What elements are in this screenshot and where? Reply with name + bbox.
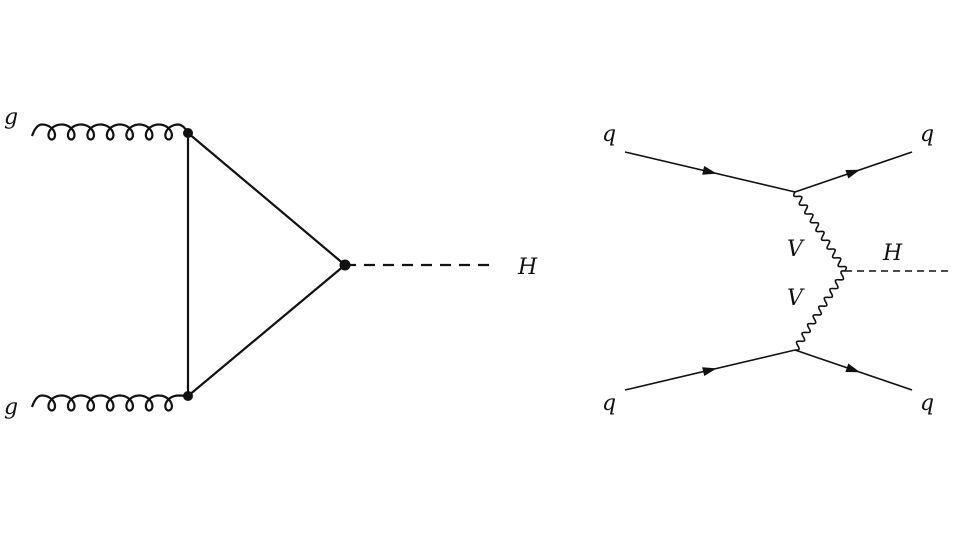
arrow-icon	[702, 166, 717, 175]
label-gluon-top: g	[4, 105, 18, 130]
vbf-diagram	[624, 151, 948, 391]
gluon-line-bottom	[30, 394, 189, 412]
arrow-icon	[702, 367, 717, 376]
arrow-icon	[845, 363, 861, 373]
label-boson-top: V	[787, 237, 805, 262]
boson-wavy-top	[792, 191, 848, 272]
vertex-higgs	[339, 259, 351, 271]
boson-wavy-bottom	[794, 270, 846, 351]
label-gluon-bottom: g	[4, 395, 18, 420]
gluon-line-top	[30, 123, 189, 141]
label-quark-out-top: q	[920, 122, 934, 147]
gluon-fusion-diagram	[30, 123, 495, 412]
label-boson-bottom: V	[787, 286, 805, 311]
arrow-icon	[845, 169, 861, 179]
quark-loop-upper	[187, 132, 346, 266]
label-quark-in-bottom: q	[602, 391, 616, 416]
vertex-bottom	[183, 391, 193, 401]
label-quark-in-top: q	[602, 122, 616, 147]
vertex-top	[183, 128, 193, 138]
label-quark-out-bottom: q	[920, 391, 934, 416]
label-higgs-right: H	[882, 241, 903, 266]
quark-loop-lower	[187, 264, 346, 397]
label-higgs-left: H	[517, 255, 538, 280]
